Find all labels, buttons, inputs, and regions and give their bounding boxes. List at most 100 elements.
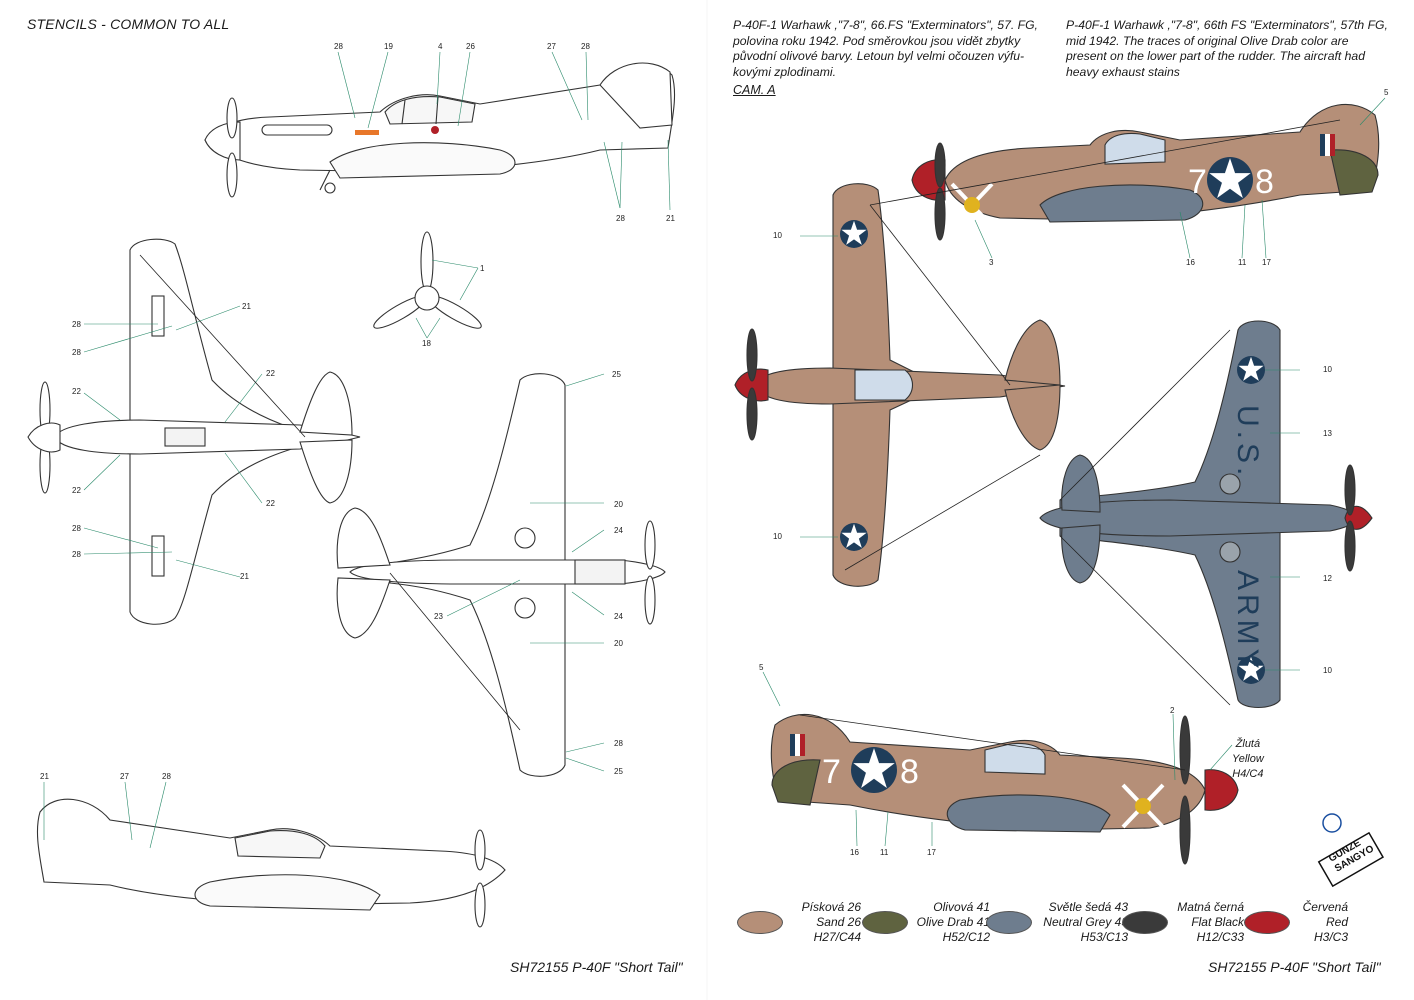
callout-4: 4 xyxy=(438,42,443,51)
callout-28: 28 xyxy=(72,320,81,329)
callout-10: 10 xyxy=(773,532,782,541)
paint-name-en: Neutral Grey 43 xyxy=(1043,915,1128,929)
paint-label: Písková 26 Sand 26 H27/C44 xyxy=(789,900,861,945)
callout-28: 28 xyxy=(581,42,590,51)
paint-code: H27/C44 xyxy=(813,930,861,944)
callout-26: 26 xyxy=(466,42,475,51)
yellow-note-line: Yellow xyxy=(1232,753,1264,765)
antenna-wires-left xyxy=(139,254,521,731)
paint-neutral-grey: Světle šedá 43 Neutral Grey 43 H53/C13 xyxy=(986,900,1128,945)
yellow-note-line: H4/C4 xyxy=(1232,768,1264,780)
paint-name-cz: Světle šedá 43 xyxy=(1048,900,1128,914)
callout-19: 19 xyxy=(384,42,393,51)
callout-28: 28 xyxy=(616,214,625,223)
callout-17: 17 xyxy=(1262,258,1271,267)
desc-cz-line: kovými zplodinami. xyxy=(733,64,836,79)
stencil-side-view-bottom xyxy=(36,798,506,928)
paint-red: Červená Red H3/C3 xyxy=(1244,900,1348,945)
paint-name-en: Olive Drab 41 xyxy=(916,915,990,929)
callout-10: 10 xyxy=(773,231,782,240)
sand-swatch xyxy=(737,911,783,934)
callout-25: 25 xyxy=(612,370,621,379)
paint-flat-black: Matná černá Flat Black H12/C33 xyxy=(1122,900,1244,945)
profile-bottom-view xyxy=(1039,320,1373,709)
callout-13: 13 xyxy=(1323,429,1332,438)
profile-top-view xyxy=(734,183,1066,587)
description-english: P-40F-1 Warhawk ,"7-8", 66th FS "Extermi… xyxy=(1066,18,1388,80)
desc-cz-line: původní olivové barvy. Letoun byl velmi … xyxy=(733,49,1025,63)
leader-lines-right xyxy=(762,97,1386,847)
yellow-color-note: Žlutá Yellow H4/C4 xyxy=(1232,737,1264,782)
callout-2: 2 xyxy=(1170,706,1175,715)
paint-name-cz: Písková 26 xyxy=(801,900,861,914)
paint-label: Olivová 41 Olive Drab 41 H52/C12 xyxy=(914,900,990,945)
callout-24: 24 xyxy=(614,526,623,535)
desc-en-line: present on the lower part of the rudder.… xyxy=(1066,49,1365,63)
desc-en-line: heavy exhaust stains xyxy=(1066,64,1180,79)
callout-28: 28 xyxy=(72,524,81,533)
leader-lines-prop xyxy=(415,259,479,339)
callout-27: 27 xyxy=(547,42,556,51)
callout-16: 16 xyxy=(1186,258,1195,267)
camouflage-label: CAM. A xyxy=(733,83,776,97)
callout-24: 24 xyxy=(614,612,623,621)
paint-label: Světle šedá 43 Neutral Grey 43 H53/C13 xyxy=(1038,900,1128,945)
desc-cz-line: P-40F-1 Warhawk ,"7-8", 66.FS "Extermina… xyxy=(733,18,1038,32)
roundel-top-right-wing xyxy=(840,523,868,551)
callout-28: 28 xyxy=(334,42,343,51)
footer-right-title: SH72155 P-40F "Short Tail" xyxy=(1208,959,1381,975)
paint-name-cz: Matná černá xyxy=(1177,900,1244,914)
red-swatch xyxy=(1244,911,1290,934)
paint-sand: Písková 26 Sand 26 H27/C44 xyxy=(737,900,861,945)
callout-5: 5 xyxy=(759,663,764,672)
callout-11: 11 xyxy=(880,848,889,857)
stencils-header: STENCILS - COMMON TO ALL xyxy=(27,16,230,32)
callout-25: 25 xyxy=(614,767,623,776)
callout-1: 1 xyxy=(480,264,485,273)
callout-18: 18 xyxy=(422,339,431,348)
neutral-grey-swatch xyxy=(986,911,1032,934)
callout-17: 17 xyxy=(927,848,936,857)
description-czech: P-40F-1 Warhawk ,"7-8", 66.FS "Extermina… xyxy=(733,18,1038,80)
callout-20: 20 xyxy=(614,639,623,648)
callout-10: 10 xyxy=(1323,365,1332,374)
olive-drab-swatch xyxy=(862,911,908,934)
army-marking: ARMY xyxy=(1231,570,1264,673)
callout-21: 21 xyxy=(240,572,249,581)
exterminator-emblem xyxy=(964,197,980,213)
callout-21: 21 xyxy=(40,772,49,781)
callout-27: 27 xyxy=(120,772,129,781)
callout-20: 20 xyxy=(614,500,623,509)
callout-22: 22 xyxy=(72,486,81,495)
desc-cz-line: polovina roku 1942. Pod směrovkou jsou v… xyxy=(733,33,1021,48)
stencil-top-view xyxy=(27,238,361,625)
callout-22: 22 xyxy=(266,499,275,508)
paint-name-en: Red xyxy=(1325,915,1348,929)
paint-code: H12/C33 xyxy=(1196,930,1244,944)
callout-28: 28 xyxy=(72,348,81,357)
callout-5: 5 xyxy=(1384,88,1389,97)
us-marking: U.S. xyxy=(1231,405,1264,479)
profile-left-side xyxy=(770,713,1239,865)
roundel-bottom-left-wing xyxy=(1237,356,1265,384)
callout-22: 22 xyxy=(72,387,81,396)
roundel-side-left xyxy=(851,747,897,793)
leader-lines-side-bottom xyxy=(43,781,167,849)
callout-11: 11 xyxy=(1238,258,1247,267)
callout-16: 16 xyxy=(850,848,859,857)
desc-en-line: mid 1942. The traces of original Olive D… xyxy=(1066,33,1349,48)
leader-lines-top xyxy=(337,51,671,211)
yellow-note-line: Žlutá xyxy=(1235,738,1261,750)
roundel-top-left-wing xyxy=(840,220,868,248)
paint-code: H3/C3 xyxy=(1313,930,1348,944)
callout-22: 22 xyxy=(266,369,275,378)
desc-en-line: P-40F-1 Warhawk ,"7-8", 66th FS "Extermi… xyxy=(1066,18,1388,32)
paint-name-en: Sand 26 xyxy=(816,915,861,929)
leader-lines-bottom xyxy=(446,373,605,772)
callout-12: 12 xyxy=(1323,574,1332,583)
exterminator-emblem-left xyxy=(1135,798,1151,814)
footer-left-title: SH72155 P-40F "Short Tail" xyxy=(510,959,683,975)
paint-label: Červená Red H3/C3 xyxy=(1296,900,1348,945)
paint-name-en: Flat Black xyxy=(1191,915,1244,929)
